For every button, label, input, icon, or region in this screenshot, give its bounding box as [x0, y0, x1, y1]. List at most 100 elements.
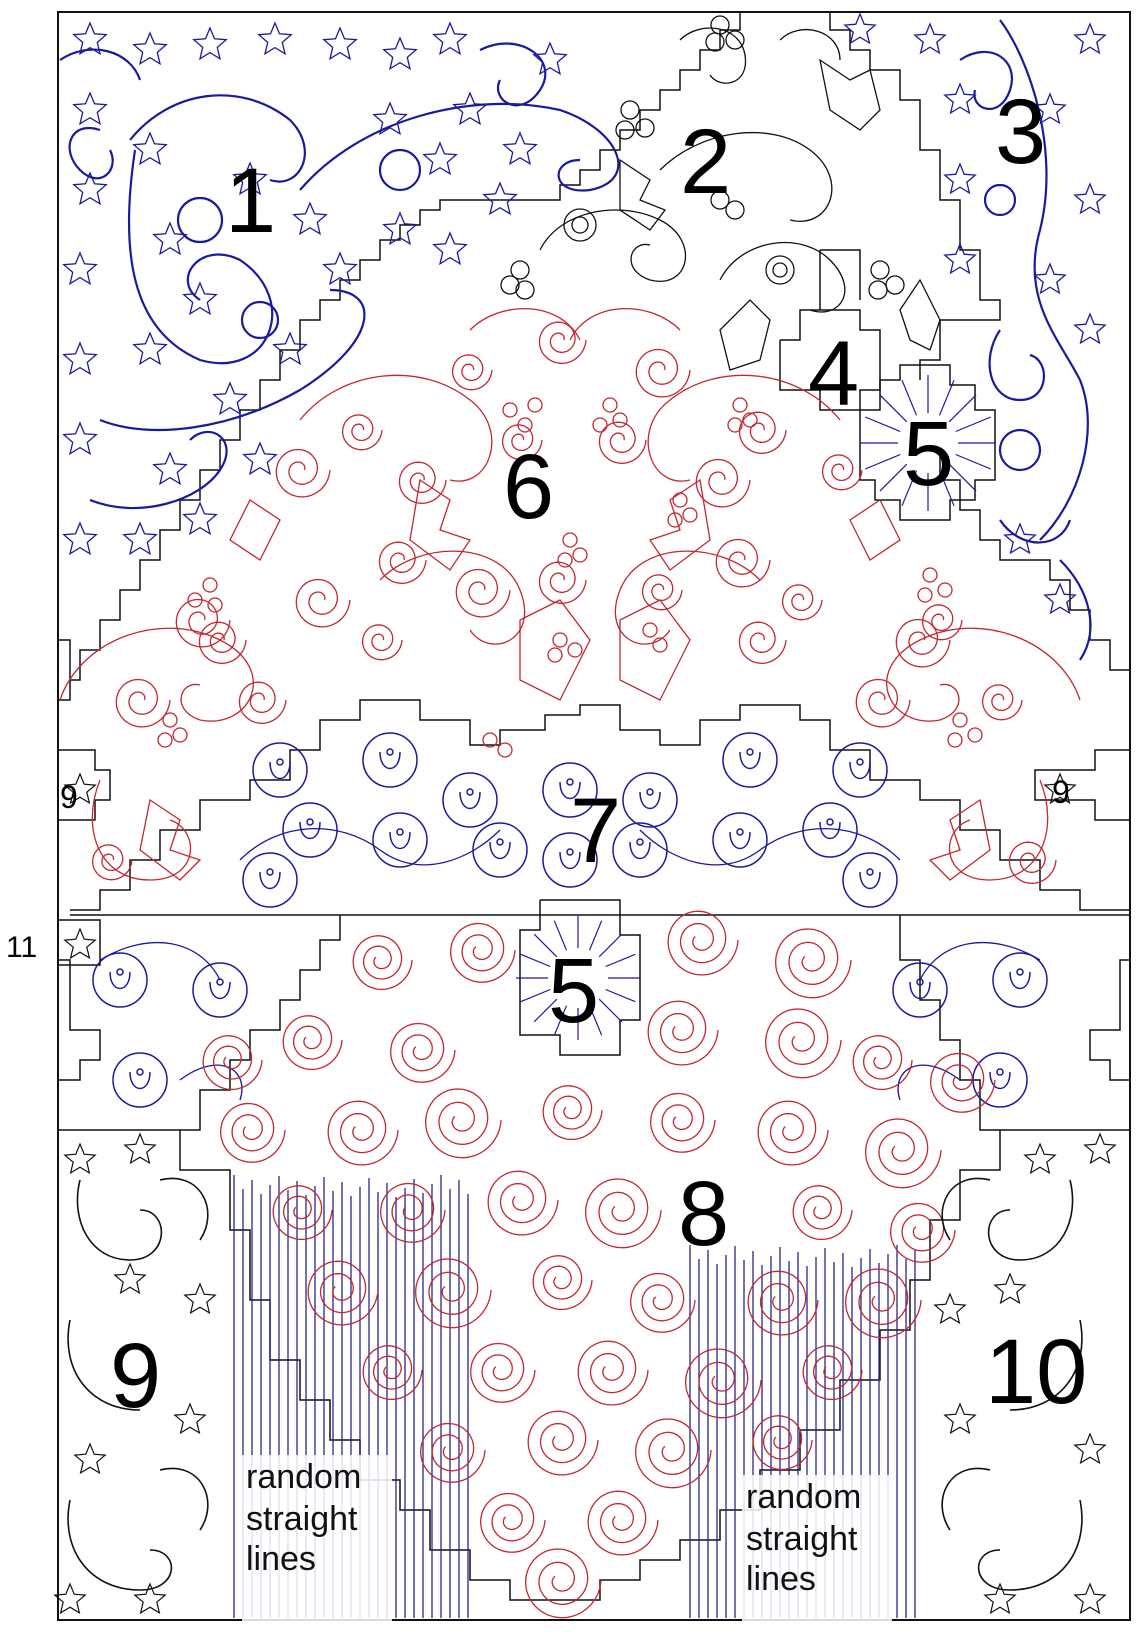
star-icon [214, 383, 246, 414]
spiral [421, 1424, 485, 1483]
jingle-bell-icon [713, 813, 767, 867]
spiral [381, 1184, 445, 1243]
berry [548, 648, 562, 662]
bell-outline [843, 853, 897, 907]
spiral [353, 936, 412, 990]
berry [503, 403, 517, 417]
spiral [273, 1186, 332, 1240]
berry [528, 398, 542, 412]
star-icon [1025, 1144, 1055, 1173]
note-right-line-2: straight [746, 1520, 858, 1558]
star-icon [1075, 1434, 1105, 1463]
berry [593, 418, 607, 432]
swirl [696, 460, 750, 507]
star-icon [374, 103, 406, 134]
bell-outline [443, 773, 497, 827]
star-icon [64, 253, 96, 284]
star-icon [454, 93, 486, 124]
star-icon [324, 28, 356, 59]
berry [948, 733, 962, 747]
swirl [363, 625, 402, 660]
spiral [631, 1274, 695, 1333]
swirl [116, 680, 170, 727]
jingle-bell-icon [283, 803, 337, 857]
jingle-bell-icon [113, 1053, 167, 1107]
jingle-bell-icon [253, 743, 307, 797]
spiral [543, 1086, 602, 1140]
spiral [526, 1549, 601, 1618]
spiral [328, 1101, 398, 1165]
note-right-line-1: random [746, 1478, 861, 1516]
spiral [528, 1411, 598, 1475]
spiral [586, 1179, 661, 1248]
label-region-5-top: 5 [903, 403, 954, 505]
berry [558, 553, 572, 567]
bell-outline [243, 853, 297, 907]
bell-outline [113, 1053, 167, 1107]
label-region-8: 8 [678, 1163, 729, 1265]
star-icon [945, 84, 975, 113]
star-icon [434, 23, 466, 54]
burst-line [606, 990, 636, 1002]
spiral [648, 1001, 718, 1065]
bell-outline [973, 1053, 1027, 1107]
star-icon [1075, 24, 1105, 53]
star-icon [384, 38, 416, 69]
spiral [426, 1089, 501, 1158]
berry [563, 533, 577, 547]
bell-hole [857, 759, 863, 765]
bell-outline [93, 953, 147, 1007]
label-region-9-left: 9 [60, 779, 78, 815]
spiral [203, 1036, 262, 1090]
swirl [636, 350, 690, 397]
star-icon [1075, 184, 1105, 213]
spiral [416, 1259, 491, 1328]
bell-hole [137, 1069, 143, 1075]
star-icon [935, 1294, 965, 1323]
berry [158, 733, 172, 747]
spiral [866, 1119, 941, 1188]
bell-outline [283, 803, 337, 857]
star-icon [64, 523, 96, 554]
spiral [488, 1171, 558, 1235]
jingle-bell-icon [833, 743, 887, 797]
bell-hole [737, 829, 743, 835]
star-icon [124, 523, 156, 554]
spiral [308, 1261, 378, 1325]
spiral [471, 1344, 535, 1403]
star-icon [185, 1284, 215, 1313]
star-icon [484, 183, 516, 214]
star-icon [184, 503, 216, 534]
berry [643, 623, 657, 637]
jingle-bell-icon [973, 1053, 1027, 1107]
bell-hole [387, 749, 393, 755]
spiral [481, 1494, 545, 1553]
bell-outline [253, 743, 307, 797]
swirl [740, 622, 787, 663]
bell-hole [307, 819, 313, 825]
burst-line [956, 455, 991, 470]
berry [553, 633, 567, 647]
bell-outline [713, 813, 767, 867]
label-region-1: 1 [225, 150, 276, 252]
spiral [363, 1346, 422, 1400]
star-icon [154, 453, 186, 484]
label-region-6: 6 [503, 436, 554, 538]
bell-hole [827, 819, 833, 825]
bell-hole [637, 839, 643, 845]
bell-hole [277, 759, 283, 765]
swirl [276, 450, 330, 497]
swirl [296, 580, 350, 627]
swirl [400, 462, 447, 503]
label-region-9-right: 9 [1052, 774, 1070, 810]
spiral [766, 1009, 841, 1078]
star-icon [294, 203, 326, 234]
jingle-bell-icon [443, 773, 497, 827]
swirl [540, 562, 587, 603]
bell-outline [723, 733, 777, 787]
burst-line [599, 999, 622, 1022]
jingle-bell-icon [843, 853, 897, 907]
swirl [343, 415, 382, 450]
